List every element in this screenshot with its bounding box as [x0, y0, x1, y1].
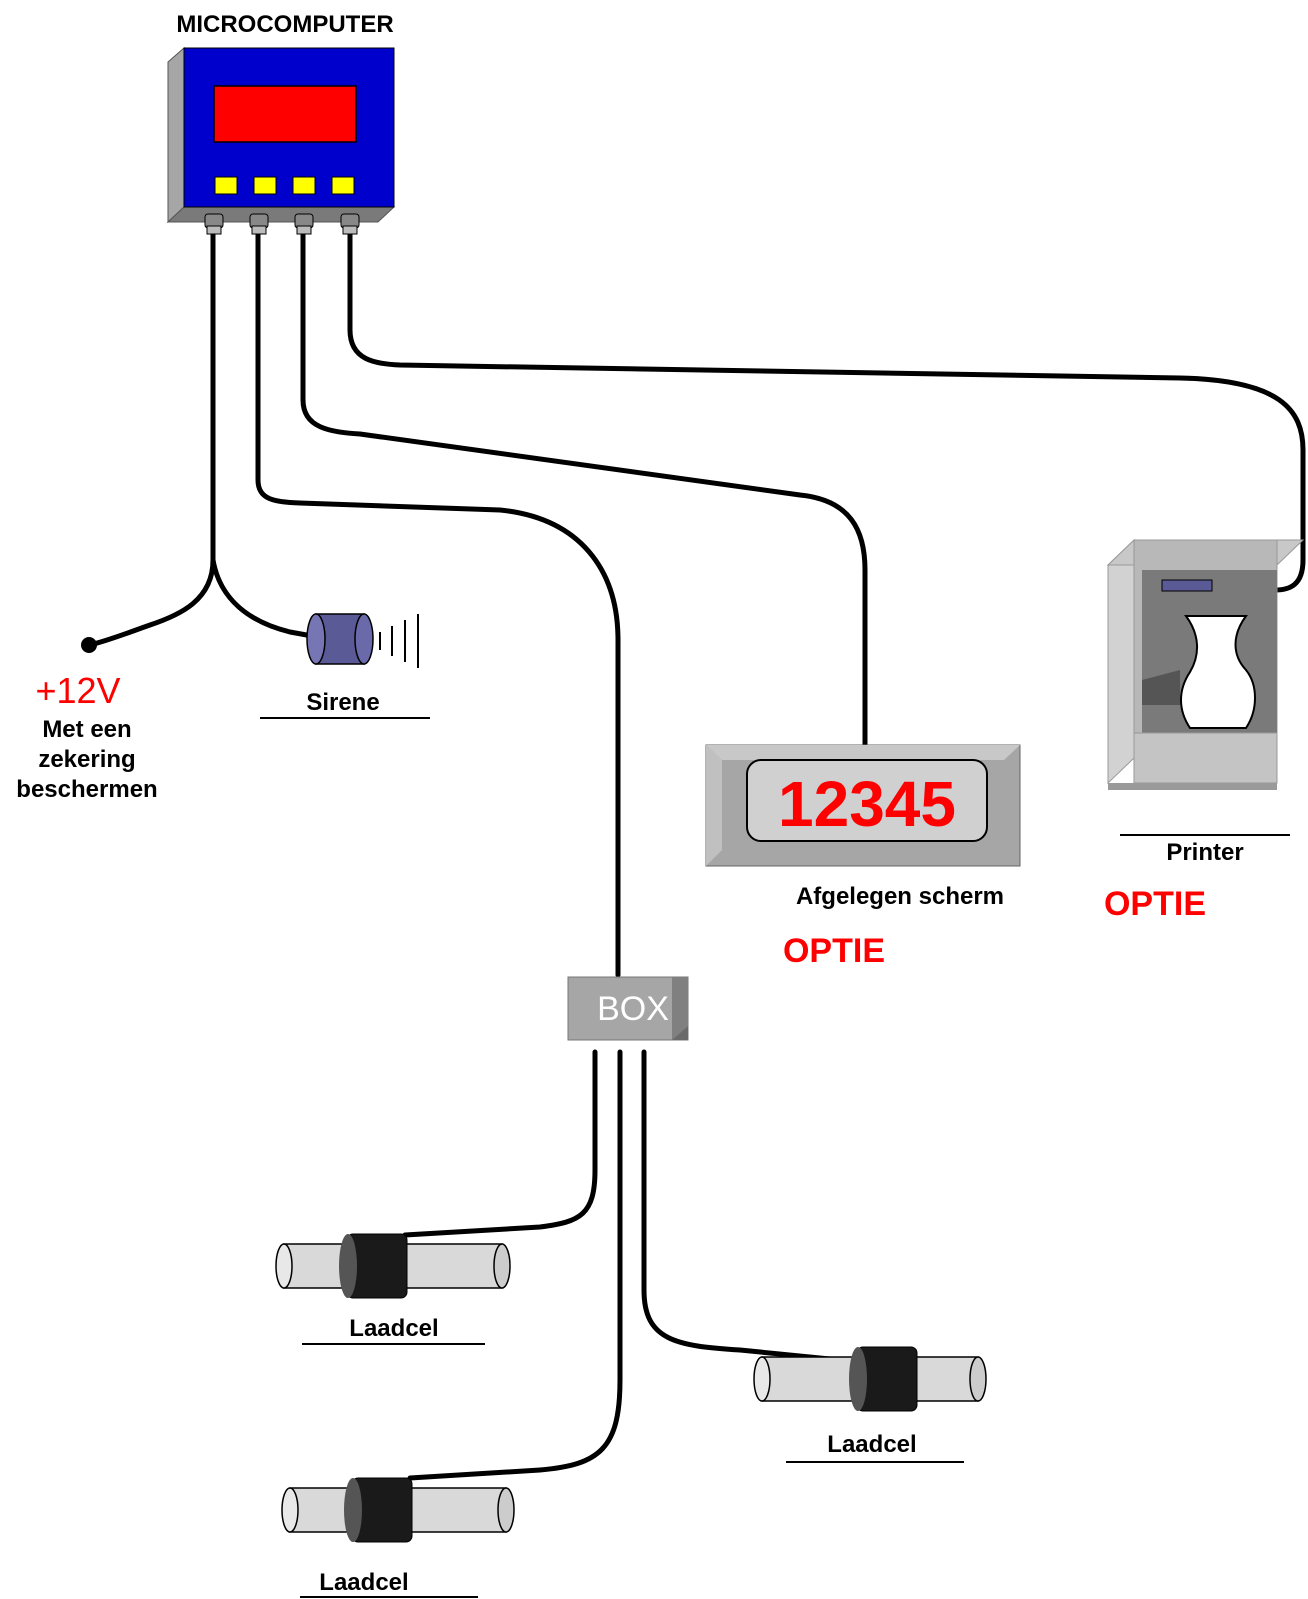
box-bottom	[568, 1026, 688, 1040]
power-note-line3: beschermen	[16, 776, 157, 803]
connector-3	[294, 213, 314, 235]
box-right-bevel	[672, 977, 688, 1040]
loadcell-2-right-end	[497, 1487, 515, 1533]
sirene-label: Sirene	[306, 689, 379, 716]
microcomputer-bottom	[166, 206, 396, 223]
microcomputer-display	[213, 85, 357, 143]
sirene-front	[354, 613, 374, 665]
loadcell-3-left-end	[753, 1356, 771, 1402]
loadcell-3-right-end	[969, 1356, 987, 1402]
printer-paper	[1180, 615, 1256, 729]
loadcell-3	[753, 1346, 987, 1412]
wire-printer	[347, 229, 1306, 593]
sound-wave-icon	[379, 614, 419, 668]
loadcell-1-left-end	[275, 1243, 293, 1289]
wire-loadcell-2	[407, 1049, 623, 1481]
microcomputer-button-1	[214, 176, 238, 195]
wire-box	[255, 229, 621, 978]
printer-left-panel	[1107, 538, 1135, 785]
sirene-device	[306, 613, 419, 668]
power-terminal-dot	[81, 637, 97, 653]
wire-remote-display	[300, 229, 868, 748]
remote-display-value: 12345	[778, 768, 956, 840]
printer-device	[1106, 538, 1305, 790]
connector-4	[340, 213, 360, 235]
remote-display-screen	[746, 759, 988, 842]
box-body	[567, 976, 689, 1041]
wire-loadcell-1	[402, 1049, 598, 1238]
microcomputer-unit	[166, 46, 396, 235]
loadcell-1-right-end	[493, 1243, 511, 1289]
connector-1	[204, 213, 224, 235]
remote-display-device: 12345	[705, 744, 1021, 867]
sirene-back	[306, 613, 326, 665]
loadcell-1-collar-edge	[339, 1234, 357, 1298]
wire-power	[87, 229, 216, 648]
remote-display-top-bevel	[706, 745, 1020, 760]
microcomputer-side	[167, 46, 185, 224]
loadcell-2-label: Laadcel	[319, 1569, 408, 1596]
loadcell-2-collar-edge	[344, 1478, 362, 1542]
wiring	[87, 229, 1306, 1481]
printer-option: OPTIE	[1104, 885, 1206, 923]
wire-loadcell-3	[641, 1049, 863, 1365]
remote-display-left-bevel	[706, 745, 722, 866]
loadcell-1-label: Laadcel	[349, 1315, 438, 1342]
loadcell-1	[275, 1233, 511, 1299]
power-note-line1: Met een	[42, 716, 131, 743]
microcomputer-title: MICROCOMPUTER	[176, 11, 393, 38]
connector-2	[249, 213, 269, 235]
loadcell-3-label: Laadcel	[827, 1431, 916, 1458]
wire-sirene	[210, 557, 315, 639]
printer-base-front	[1133, 732, 1278, 784]
power-note-line2: zekering	[38, 746, 135, 773]
microcomputer-button-4	[331, 176, 355, 195]
junction-box: BOX	[567, 976, 689, 1041]
printer-cavity-shadow	[1142, 670, 1180, 705]
loadcell-2	[281, 1477, 515, 1543]
loadcell-3-collar-edge	[849, 1347, 867, 1411]
remote-display-label: Afgelegen scherm	[796, 883, 1004, 910]
remote-display-option: OPTIE	[783, 932, 885, 970]
microcomputer-button-2	[253, 176, 277, 195]
box-label: BOX	[597, 990, 669, 1028]
printer-slot	[1161, 579, 1213, 592]
power-voltage: +12V	[35, 670, 120, 711]
printer-label: Printer	[1166, 839, 1243, 866]
loadcell-2-left-end	[281, 1487, 299, 1533]
printer-base-bottom	[1108, 783, 1277, 790]
microcomputer-button-3	[292, 176, 316, 195]
